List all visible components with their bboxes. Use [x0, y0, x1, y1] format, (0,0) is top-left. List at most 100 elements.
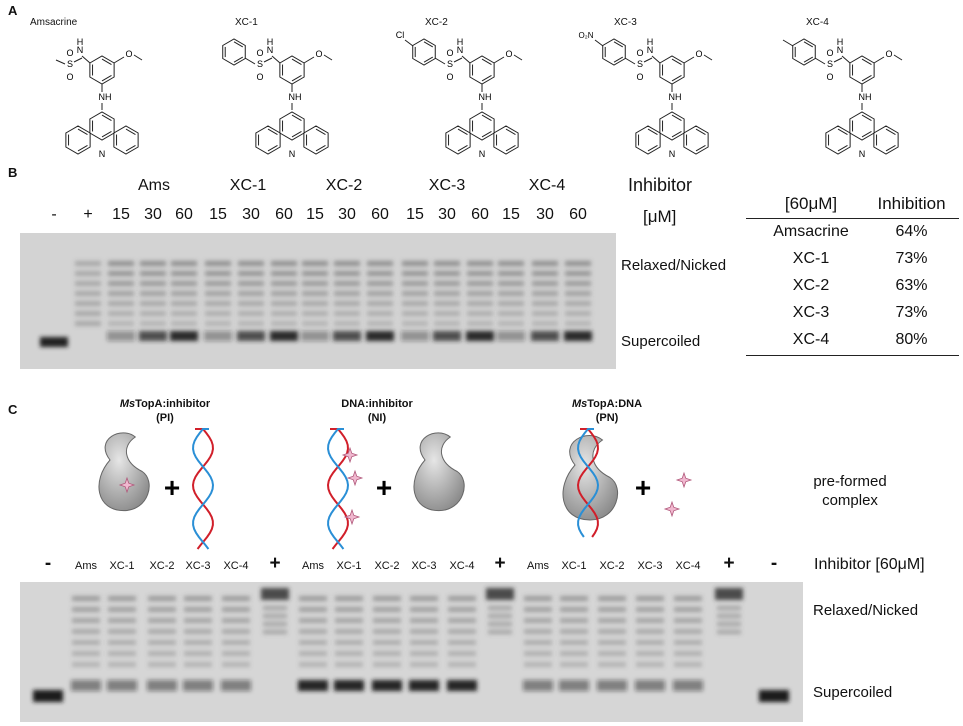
topoisomer-band	[271, 271, 297, 276]
topoisomer-band	[205, 271, 231, 276]
inhibitor-header-b: Inhibitor	[628, 175, 693, 195]
topoisomer-band	[75, 271, 101, 276]
topoisomer-band	[222, 629, 250, 634]
dna-double-helix	[192, 428, 214, 550]
oxygen-atom-label: O	[66, 48, 73, 58]
topoisomer-band	[75, 311, 101, 316]
topoisomer-band	[334, 291, 360, 296]
table-header-row: [60μM] Inhibition	[746, 188, 959, 218]
table-cell-value: 63%	[895, 277, 928, 294]
hydrogen-atom-label: H	[647, 37, 654, 47]
topoisomer-band	[148, 651, 176, 656]
topoisomer-band	[674, 640, 702, 645]
gel-lane	[301, 261, 329, 341]
topoisomer-band	[434, 281, 460, 286]
topoisomer-band	[108, 640, 136, 645]
topoisomer-band	[467, 301, 493, 306]
inhibitor-molecule-icon	[346, 469, 364, 487]
lane-label-concentration: 30	[536, 206, 554, 223]
topoisomer-band	[717, 614, 741, 618]
topoisomer-band	[373, 618, 401, 623]
gel-lane	[559, 596, 589, 691]
topoisomer-band	[402, 311, 428, 316]
nitro-group-label: O₂N	[578, 31, 593, 40]
topoisomer-band	[410, 618, 438, 623]
topoisomer-band	[148, 662, 176, 667]
topoisomer-band	[560, 662, 588, 667]
lane-label-compound: XC-1	[109, 560, 135, 572]
nitrogen-atom-label: N	[859, 149, 866, 159]
gel-lane	[715, 588, 743, 634]
gel-lane	[486, 588, 514, 634]
topoisomer-band	[434, 311, 460, 316]
supercoiled-band	[301, 331, 329, 341]
oxygen-atom-label: O	[505, 49, 512, 59]
topoisomer-band	[299, 618, 327, 623]
gel-lane	[759, 690, 789, 702]
topoisomer-band	[334, 301, 360, 306]
topoisomer-band	[299, 640, 327, 645]
oxygen-atom-label: O	[66, 72, 73, 82]
chemical-structures: ONHNHNSOOONHNHNSOOONHNHNSOOClONHNHNSOOO₂…	[55, 30, 903, 159]
topoisomer-band	[205, 261, 231, 266]
topoisomer-band	[171, 321, 197, 326]
supercoiled-band	[564, 331, 592, 341]
topoisomer-band	[148, 607, 176, 612]
gel-lane	[139, 261, 167, 341]
lane-label-concentration: 15	[112, 206, 130, 223]
topoisomer-band	[72, 651, 100, 656]
supercoiled-band	[147, 680, 177, 691]
relaxed-label-c: Relaxed/Nicked	[813, 602, 919, 619]
relaxed-band	[486, 588, 514, 600]
lane-label-concentration: 15	[209, 206, 227, 223]
topoisomer-band	[140, 261, 166, 266]
gel-lane	[531, 261, 559, 341]
gel-lane	[71, 596, 101, 691]
topoisomer-band	[560, 607, 588, 612]
topoisomer-band	[532, 281, 558, 286]
supercoiled-band	[71, 680, 101, 691]
topoisomer-band	[238, 291, 264, 296]
topoisomer-band	[108, 291, 134, 296]
oxygen-atom-label: O	[315, 49, 322, 59]
nitrogen-atom-label: N	[457, 45, 464, 55]
plus-sign: +	[164, 472, 180, 503]
lane-label-concentration: 15	[406, 206, 424, 223]
lane-label-concentration: 60	[275, 206, 293, 223]
gel-lane	[497, 261, 525, 341]
scheme-title-text: TopA:DNA	[587, 398, 643, 410]
oxygen-atom-label: O	[636, 72, 643, 82]
topoisomer-band	[238, 271, 264, 276]
inhibitor-molecule-icon	[675, 471, 693, 489]
topoisomer-band	[402, 291, 428, 296]
topoisomer-band	[299, 662, 327, 667]
topoisomerase-protein-shape	[562, 435, 619, 521]
nitrogen-atom-label: N	[99, 149, 106, 159]
topoisomer-band	[302, 301, 328, 306]
scheme-title-italic: Ms	[119, 398, 136, 410]
oxygen-atom-label: O	[446, 72, 453, 82]
oxygen-atom-label: O	[636, 48, 643, 58]
topoisomer-band	[184, 607, 212, 612]
topoisomer-band	[636, 640, 664, 645]
topoisomer-band	[434, 271, 460, 276]
amine-label: NH	[99, 92, 112, 102]
topoisomer-band	[238, 321, 264, 326]
topoisomer-band	[108, 618, 136, 623]
topoisomer-band	[335, 662, 363, 667]
topoisomer-band	[565, 271, 591, 276]
gel-image-b	[20, 233, 616, 369]
table-cell-name: XC-1	[792, 250, 830, 267]
complex-schemes: +++	[98, 428, 693, 550]
topoisomer-band	[410, 629, 438, 634]
topoisomer-band	[108, 301, 134, 306]
topoisomer-band	[238, 281, 264, 286]
topoisomer-band	[184, 618, 212, 623]
topoisomer-band	[271, 301, 297, 306]
topoisomer-band	[373, 651, 401, 656]
topoisomer-band	[560, 596, 588, 601]
topoisomer-band	[373, 596, 401, 601]
